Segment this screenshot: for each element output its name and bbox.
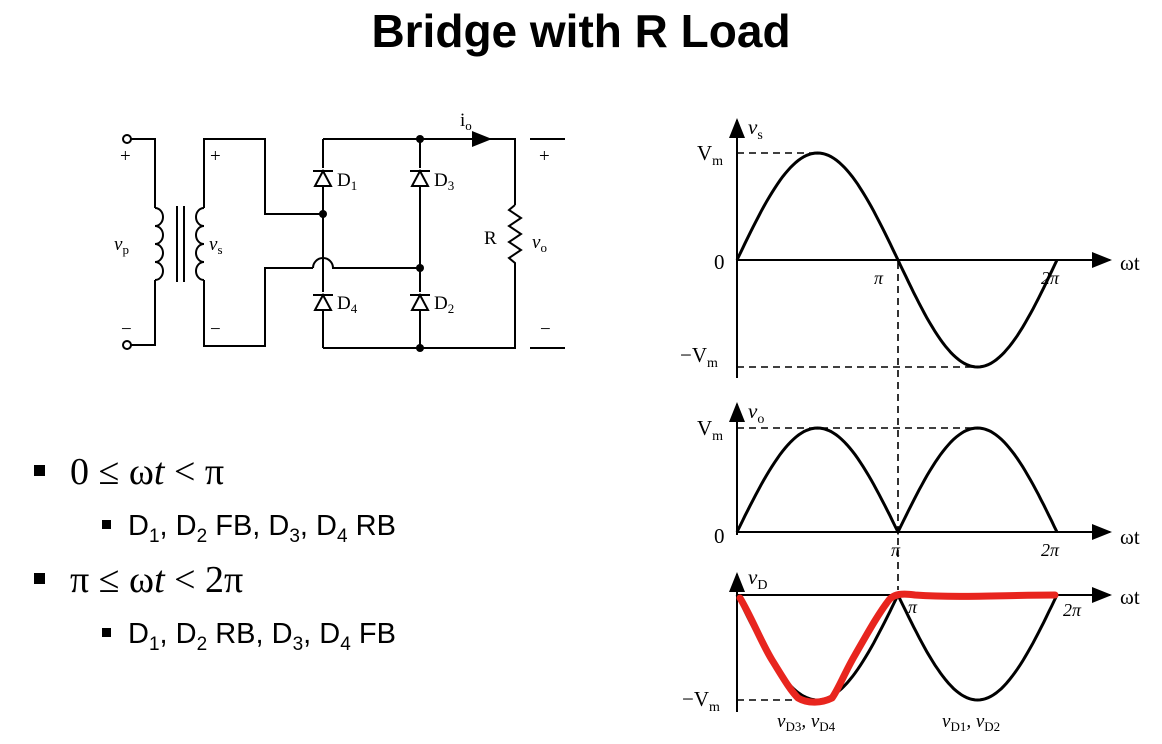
- vd-d3-d4-label: vD3, vD4: [777, 711, 836, 734]
- diode-d1-icon: [313, 168, 333, 187]
- primary-top-terminal: [122, 134, 132, 144]
- vd-pi-label: π: [908, 597, 918, 617]
- d3-label: D3: [434, 170, 454, 193]
- primary-plus-label: +: [120, 146, 131, 167]
- primary-top-wire: [131, 138, 156, 208]
- bullet-square-icon: [102, 628, 111, 637]
- vo-pi-label: π: [891, 540, 901, 560]
- primary-minus-label: −: [121, 319, 132, 340]
- junction-dot: [416, 264, 424, 272]
- junction-dots: [319, 135, 424, 352]
- vs-nvm-label: −Vm: [680, 343, 718, 371]
- secondary-minus-label: −: [210, 319, 221, 340]
- condition-bullet-list: 0 ≤ ωt < π D1, D2 FB, D3, D4 RB π ≤ ωt <…: [32, 445, 592, 661]
- vd-d1-d2-label: vD1, vD2: [942, 711, 1000, 734]
- vd-nvm-label: −Vm: [682, 687, 720, 715]
- vs-2pi-label: 2π: [1041, 268, 1060, 288]
- bullet-square-icon: [34, 573, 45, 584]
- vd-wt-label: ωt: [1120, 585, 1140, 609]
- red-annotation-stroke: [736, 590, 1059, 706]
- secondary-coil: [195, 207, 205, 281]
- bullet-square-icon: [102, 520, 111, 529]
- vs-pi-label: π: [874, 268, 884, 288]
- vs-wt-label: ωt: [1120, 251, 1140, 275]
- d1-label: D1: [337, 170, 357, 193]
- junction-dot: [416, 135, 424, 143]
- diode-d4-icon: [313, 292, 333, 311]
- secondary-plus-label: +: [210, 146, 221, 167]
- bullet-condition-1: 0 ≤ ωt < π: [32, 445, 592, 499]
- vs-sine-wave: [735, 151, 1059, 369]
- output-minus-label: −: [540, 319, 551, 340]
- bullet-condition-2: π ≤ ωt < 2π: [32, 553, 592, 607]
- secondary-top-wire: [203, 138, 323, 215]
- vo-wt-label: ωt: [1120, 525, 1140, 549]
- d2-label: D2: [434, 293, 454, 316]
- bottom-rail: [323, 270, 516, 349]
- vs-zero-label: 0: [714, 250, 725, 274]
- vo-label: vo: [532, 232, 547, 255]
- vd-2pi-label: 2π: [1063, 600, 1082, 620]
- top-rail: [323, 138, 516, 205]
- vs-vm-label: Vm: [697, 141, 723, 169]
- circuit-diagram: [122, 131, 565, 350]
- load-resistor: [507, 204, 523, 270]
- junction-dot: [416, 344, 424, 352]
- vo-axis-label: vo: [748, 399, 764, 427]
- r-label: R: [484, 228, 497, 249]
- d4-label: D4: [337, 293, 358, 316]
- primary-bottom-wire: [131, 280, 156, 346]
- vs-axis-label: vs: [748, 115, 763, 143]
- vd-axis-label: vD: [748, 565, 767, 593]
- output-plus-label: +: [539, 146, 550, 167]
- io-label: io: [460, 110, 472, 133]
- diode-d2-icon: [410, 292, 430, 311]
- crossover-wire: [312, 257, 420, 269]
- vo-rectified-wave: [735, 426, 1059, 536]
- primary-coil: [154, 207, 164, 281]
- bullet-square-icon: [34, 465, 45, 476]
- vo-zero-label: 0: [714, 524, 725, 548]
- slide-title: Bridge with R Load: [371, 5, 791, 57]
- bullet-diode-state-1: D1, D2 FB, D3, D4 RB: [32, 499, 592, 553]
- bullet-diode-state-2: D1, D2 RB, D3, D4 FB: [32, 607, 592, 661]
- secondary-bottom-wire: [203, 267, 313, 347]
- diode-d3-icon: [410, 168, 430, 187]
- junction-dot: [319, 210, 327, 218]
- vo-vm-label: Vm: [697, 416, 723, 444]
- primary-bottom-terminal: [122, 340, 132, 350]
- vs-label: vs: [209, 234, 223, 257]
- vp-label: vp: [114, 234, 129, 257]
- vo-2pi-label: 2π: [1041, 540, 1060, 560]
